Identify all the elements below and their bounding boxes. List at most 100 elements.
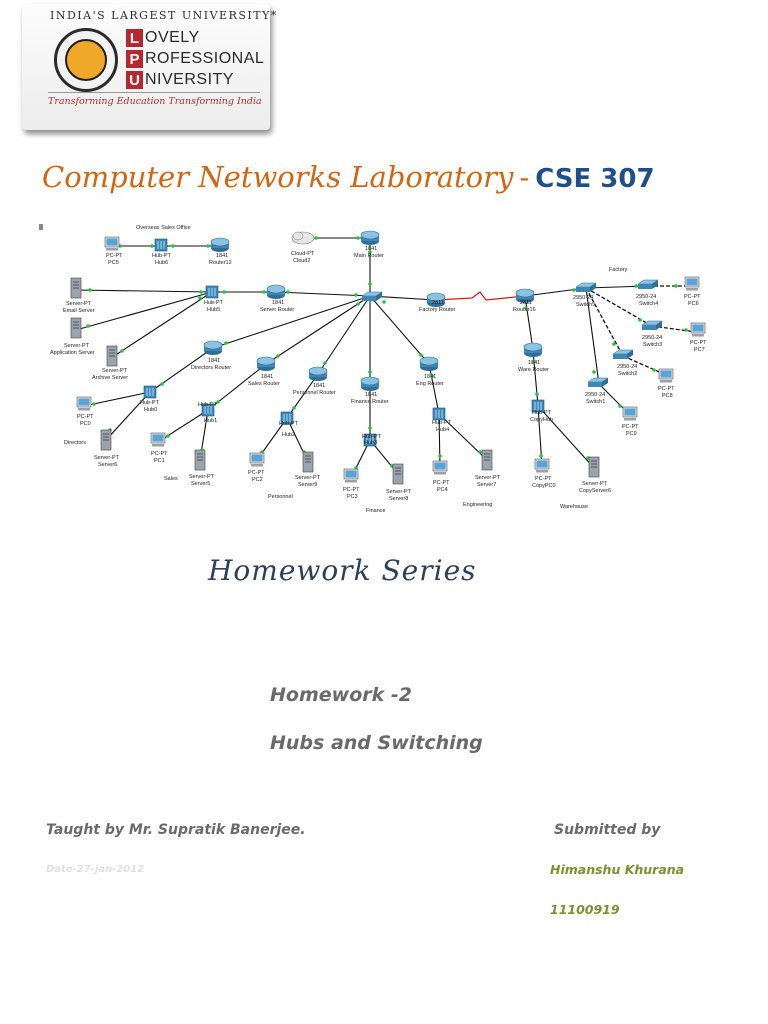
svg-text:PC-PT: PC-PT	[433, 480, 450, 486]
logo-word-professional: ROFESSIONAL	[145, 50, 265, 67]
logo-row-university: U NIVERSITY	[126, 70, 264, 90]
logo-wordmark: L OVELY P ROFESSIONAL U NIVERSITY	[126, 28, 264, 91]
group-factory: Factory	[609, 267, 628, 273]
svg-text:Hub6: Hub6	[155, 260, 168, 266]
svg-text:Eng Router: Eng Router	[416, 381, 444, 387]
svg-text:Server-PT: Server-PT	[64, 343, 90, 349]
svg-text:1841: 1841	[313, 383, 325, 389]
submission-date: Date-27-jan-2012	[46, 864, 145, 875]
link-status-dots	[86, 236, 688, 470]
svg-text:PC6: PC6	[688, 301, 699, 307]
svg-text:PC-PT: PC-PT	[106, 253, 123, 259]
device-core-switch	[361, 291, 383, 302]
svg-text:Hub-PT: Hub-PT	[152, 253, 172, 259]
svg-text:CopyHub: CopyHub	[530, 417, 553, 423]
group-sales: Sales	[164, 476, 178, 482]
student-id: 11100919	[550, 902, 620, 917]
logo-cap-l: L	[126, 29, 143, 47]
logo-word-university: NIVERSITY	[145, 71, 234, 88]
svg-text:2950-24: 2950-24	[636, 294, 656, 300]
svg-text:Server6: Server6	[98, 462, 117, 468]
svg-text:Hub3: Hub3	[364, 440, 377, 446]
svg-text:1841: 1841	[216, 253, 228, 259]
group-personnel: Personnel	[268, 494, 293, 500]
svg-text:1841: 1841	[528, 360, 540, 366]
title-dash: -	[519, 160, 530, 194]
svg-text:1841: 1841	[365, 246, 377, 252]
svg-text:Hub-PT: Hub-PT	[362, 434, 382, 440]
group-engineering: Engineering	[463, 502, 492, 508]
svg-text:Switch1: Switch1	[586, 399, 605, 405]
svg-text:Switch2: Switch2	[618, 371, 637, 377]
svg-text:PC4: PC4	[437, 487, 448, 493]
course-code: CSE 307	[535, 164, 655, 194]
series-title: Homework Series	[208, 554, 477, 587]
svg-text:Hub2: Hub2	[282, 432, 295, 438]
svg-text:Server5: Server5	[191, 481, 210, 487]
serial-link	[435, 291, 526, 301]
logo-cap-p: P	[126, 50, 143, 68]
svg-text:1841: 1841	[261, 374, 273, 380]
svg-text:2950-24: 2950-24	[642, 335, 662, 341]
svg-text:PC7: PC7	[694, 347, 705, 353]
svg-text:Personnel Router: Personnel Router	[293, 390, 336, 396]
svg-text:Main Router: Main Router	[354, 253, 384, 259]
logo-tagline-bottom: Transforming Education Transforming Indi…	[48, 96, 262, 107]
svg-text:1841: 1841	[272, 300, 284, 306]
svg-text:Hub5: Hub5	[207, 307, 220, 313]
svg-text:Switch4: Switch4	[639, 301, 658, 307]
svg-text:PC1: PC1	[154, 458, 165, 464]
logo-word-lovely: OVELY	[145, 29, 200, 46]
homework-topic: Hubs and Switching	[270, 732, 483, 754]
seal-emblem	[65, 39, 107, 81]
svg-text:2950-24: 2950-24	[573, 295, 593, 301]
svg-text:1841: 1841	[424, 374, 436, 380]
svg-text:Cloud2: Cloud2	[293, 258, 310, 264]
svg-text:Archive Server: Archive Server	[92, 375, 128, 381]
svg-text:Hub-PT: Hub-PT	[198, 402, 218, 408]
svg-text:Server-PT: Server-PT	[475, 475, 501, 481]
svg-text:Server-PT: Server-PT	[66, 301, 92, 307]
svg-text:PC-PT: PC-PT	[248, 470, 265, 476]
svg-text:Router16: Router16	[513, 307, 536, 313]
svg-text:Server-PT: Server-PT	[189, 474, 215, 480]
svg-text:Hub-PT: Hub-PT	[140, 400, 160, 406]
student-name: Himanshu Khurana	[550, 862, 685, 877]
svg-text:PC-PT: PC-PT	[151, 451, 168, 457]
svg-text:Server-PT: Server-PT	[94, 455, 120, 461]
svg-text:Ware Router: Ware Router	[518, 367, 549, 373]
group-overseas-sales: Overseas Sales Office	[136, 225, 191, 231]
submitted-by-label: Submitted by	[554, 822, 661, 838]
svg-text:Cloud-PT: Cloud-PT	[291, 251, 315, 257]
svg-text:Router12: Router12	[209, 260, 232, 266]
svg-text:PC-PT: PC-PT	[535, 476, 552, 482]
svg-text:PC9: PC9	[626, 431, 637, 437]
svg-text:Hub4: Hub4	[436, 427, 449, 433]
